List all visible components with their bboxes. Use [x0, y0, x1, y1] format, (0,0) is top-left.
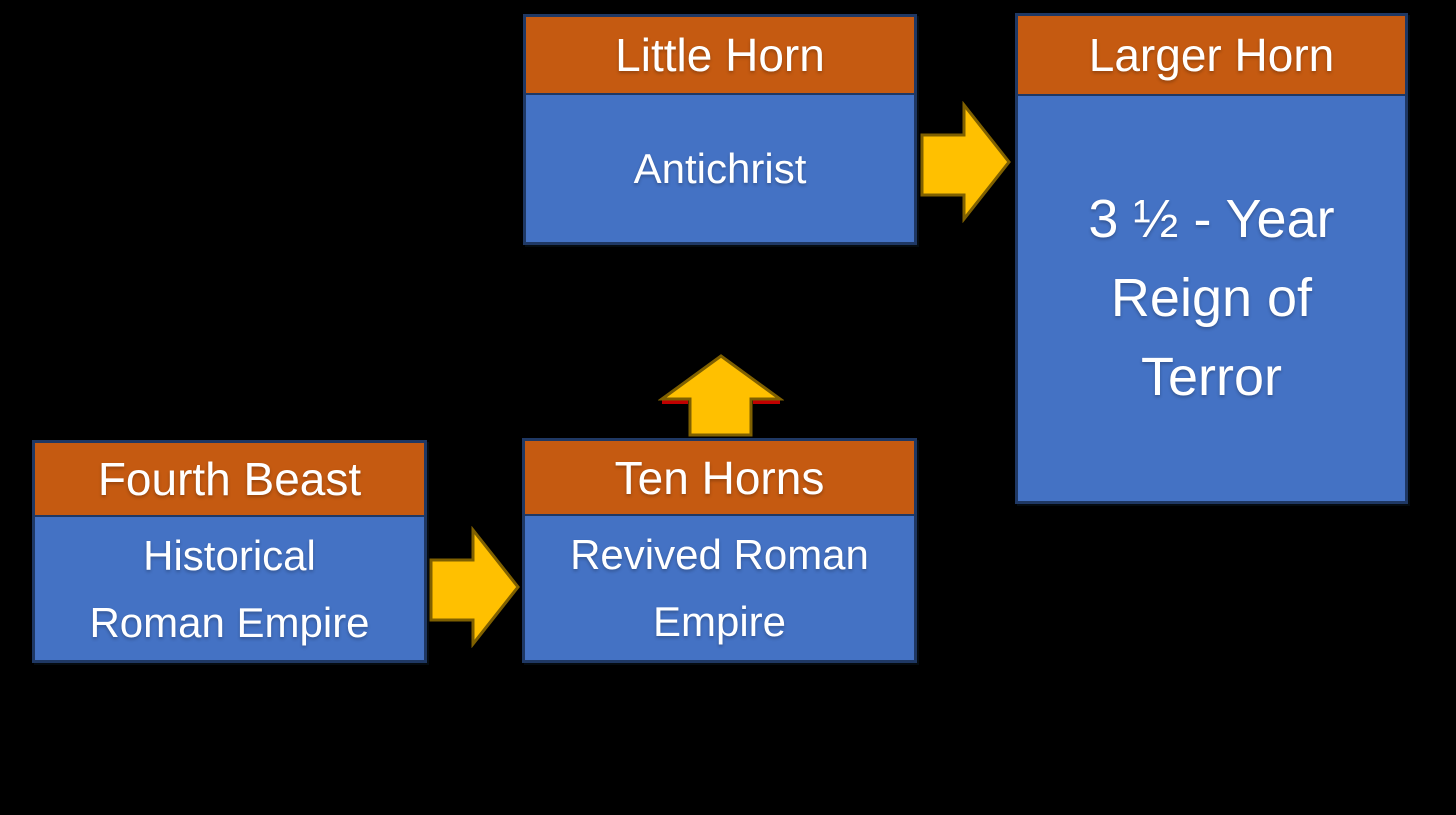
node-larger-horn-body: 3 ½ - Year Reign of Terror — [1018, 96, 1405, 501]
node-fourth-beast-body: Historical Roman Empire — [35, 517, 424, 660]
node-fourth-beast-body-line: Historical — [143, 531, 316, 579]
node-fourth-beast-body-line: Roman Empire — [89, 598, 370, 646]
node-ten-horns-body: Revived Roman Empire — [525, 516, 914, 660]
node-little-horn: Little Horn Antichrist — [523, 14, 917, 245]
node-ten-horns-header: Ten Horns — [525, 441, 914, 516]
node-larger-horn-body-line: Terror — [1140, 347, 1282, 407]
node-fourth-beast-title: Fourth Beast — [97, 453, 362, 505]
node-larger-horn-title: Larger Horn — [1088, 29, 1335, 81]
node-fourth-beast: Fourth Beast Historical Roman Empire — [32, 440, 427, 663]
arrow-up-icon — [658, 354, 784, 437]
node-little-horn-body-line: Antichrist — [633, 145, 807, 192]
node-little-horn-title: Little Horn — [615, 29, 825, 81]
node-ten-horns-body-line: Revived Roman — [570, 531, 869, 578]
arrow-right-icon — [920, 101, 1011, 223]
node-larger-horn-header: Larger Horn — [1018, 16, 1405, 96]
node-ten-horns-title: Ten Horns — [614, 451, 825, 504]
node-ten-horns-body-line: Empire — [652, 598, 787, 645]
node-larger-horn: Larger Horn 3 ½ - Year Reign of Terror — [1015, 13, 1408, 504]
node-larger-horn-body-line: Reign of — [1110, 268, 1313, 328]
node-fourth-beast-header: Fourth Beast — [35, 443, 424, 517]
node-larger-horn-body-line: 3 ½ - Year — [1088, 189, 1335, 249]
node-ten-horns: Ten Horns Revived Roman Empire — [522, 438, 917, 663]
arrow-right-icon — [429, 526, 520, 648]
node-little-horn-body: Antichrist — [526, 95, 914, 242]
node-little-horn-header: Little Horn — [526, 17, 914, 95]
